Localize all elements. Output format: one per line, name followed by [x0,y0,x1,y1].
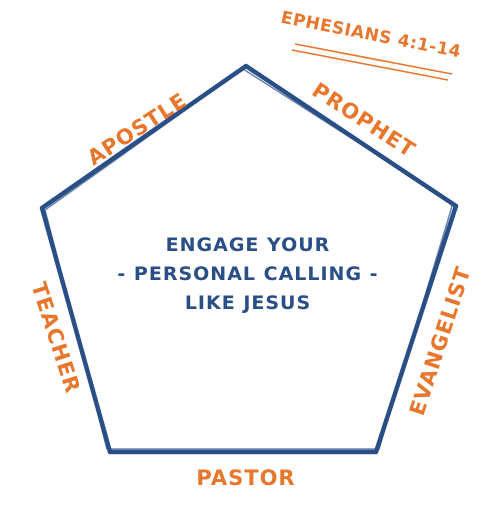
role-pastor: PASTOR [196,466,295,490]
reference-underline [291,43,453,81]
center-line-3: LIKE JESUS [185,292,311,314]
center-line-2: - PERSONAL CALLING - [117,263,378,285]
scripture-reference: EPHESIANS 4:1-14 [279,8,463,81]
role-evangelist: EVANGELIST [405,263,476,418]
reference-text: EPHESIANS 4:1-14 [279,8,463,63]
center-line-1: ENGAGE YOUR [166,234,331,256]
center-message: ENGAGE YOUR - PERSONAL CALLING - LIKE JE… [117,234,378,314]
pentagon-outline [39,63,459,455]
role-apostle: APOSTLE [83,88,191,170]
